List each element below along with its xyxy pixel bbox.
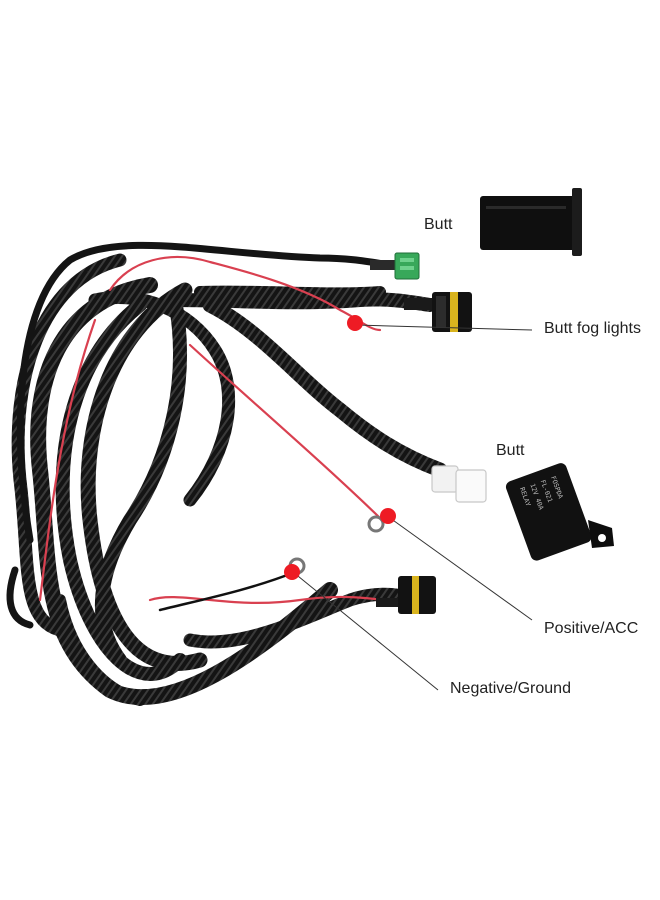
green-connector bbox=[370, 252, 420, 280]
marker-positive bbox=[380, 508, 396, 524]
label-negative-ground: Negative/Ground bbox=[450, 680, 571, 697]
label-positive-acc: Positive/ACC bbox=[544, 620, 639, 637]
label-relay: Butt bbox=[496, 442, 525, 459]
relay-unit: FOSPDA FL-021 12V 40A RELAY bbox=[431, 463, 614, 561]
label-fog-lights: Butt fog lights bbox=[544, 320, 641, 337]
leader-lines bbox=[292, 324, 533, 691]
fog-light-connector bbox=[404, 292, 472, 332]
marker-negative bbox=[284, 564, 300, 580]
label-switch: Butt bbox=[424, 216, 453, 233]
ring-terminals bbox=[288, 515, 385, 575]
red-markers bbox=[284, 315, 396, 580]
branch-to-relay bbox=[202, 297, 448, 478]
switch-body bbox=[480, 188, 582, 256]
marker-fog bbox=[347, 315, 363, 331]
ground-wire bbox=[158, 570, 297, 612]
lower-connector bbox=[376, 576, 436, 614]
harness-loops bbox=[6, 241, 427, 706]
